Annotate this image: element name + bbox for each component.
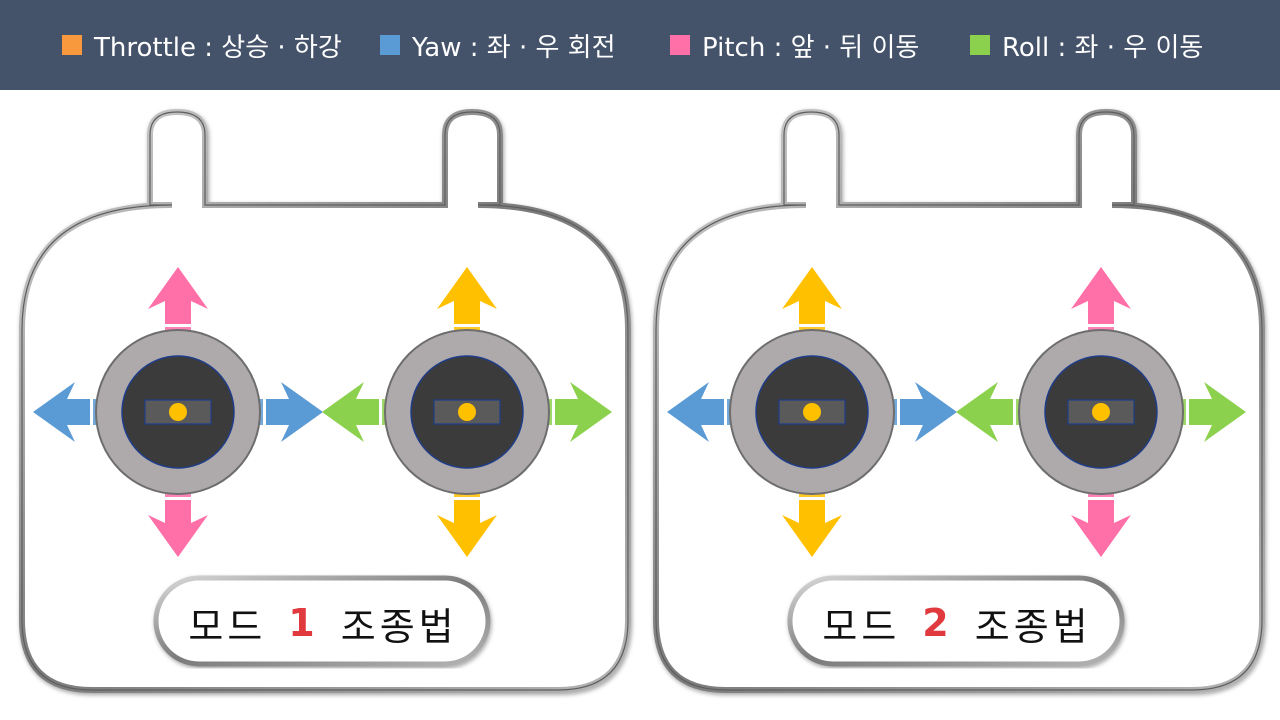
- mode-1-right-stick-arrow-up-stripe: [454, 327, 480, 330]
- legend-item-yaw: Yaw : 좌 · 우 회전: [380, 0, 616, 90]
- mode-2-right-stick-arrow-left-stripe: [1016, 399, 1019, 425]
- mode-1-label-pill: [153, 575, 491, 667]
- legend-item-pitch: Pitch : 앞 · 뒤 이동: [670, 0, 919, 90]
- mode-1-number: 1: [288, 601, 319, 645]
- mode-2-panel: [653, 108, 1265, 693]
- mode-1-left-stick-arrow-up-stripe: [165, 327, 191, 330]
- legend-label-throttle: Throttle : 상승 · 하강: [94, 32, 342, 63]
- mode-2-suffix: 조종법: [974, 604, 1092, 649]
- mode-2-left-stick-knob: [803, 403, 821, 421]
- mode-2-left-stick-arrow-right: [900, 382, 957, 442]
- mode-1-left-stick-arrow-down: [148, 500, 208, 557]
- yaw-swatch: [380, 35, 400, 55]
- legend-bar: Throttle : 상승 · 하강 Yaw : 좌 · 우 회전 Pitch …: [0, 0, 1280, 90]
- mode-2-prefix: 모드: [822, 604, 901, 649]
- mode-1-left-stick-arrow-right-stripe: [260, 399, 263, 425]
- mode-1-right-stick-arrow-down-stripe: [454, 494, 480, 497]
- mode-2-right-stick: [956, 267, 1246, 557]
- legend-label-yaw: Yaw : 좌 · 우 회전: [412, 32, 616, 63]
- mode-2-right-stick-knob: [1092, 403, 1110, 421]
- mode-1-right-stick-arrow-up: [437, 267, 497, 324]
- mode-2-label: 모드 2 조종법: [792, 580, 1122, 666]
- mode-2-right-stick-arrow-right: [1189, 382, 1246, 442]
- mode-1-right-stick-knob: [458, 403, 476, 421]
- mode-1-right-stick: [322, 267, 612, 557]
- mode-1-panel: [19, 108, 631, 693]
- legend-item-roll: Roll : 좌 · 우 이동: [970, 0, 1203, 90]
- mode-1-right-stick-arrow-left-stripe: [382, 399, 385, 425]
- controller-outline-inner: [655, 111, 1263, 691]
- legend-label-pitch: Pitch : 앞 · 뒤 이동: [702, 32, 920, 63]
- controller-outline-inner: [21, 111, 629, 691]
- pitch-swatch: [670, 35, 690, 55]
- mode-1-left-stick-arrow-right: [266, 382, 323, 442]
- mode-2-left-stick-arrow-left: [667, 382, 724, 442]
- mode-2-right-stick-arrow-up: [1071, 267, 1131, 324]
- mode-2-left-stick-arrow-down: [782, 500, 842, 557]
- mode-2-left-stick-arrow-down-stripe: [799, 494, 825, 497]
- mode-1-left-stick-knob: [169, 403, 187, 421]
- mode-1-right-stick-arrow-right: [555, 382, 612, 442]
- mode-1-left-stick-arrow-down-stripe: [165, 494, 191, 497]
- legend-label-roll: Roll : 좌 · 우 이동: [1002, 32, 1204, 63]
- mode-1-left-stick: [33, 267, 323, 557]
- mode-2-right-stick-arrow-down-stripe: [1088, 494, 1114, 497]
- mode-1-right-stick-arrow-left: [322, 382, 379, 442]
- mode-1-left-stick-arrow-up: [148, 267, 208, 324]
- roll-swatch: [970, 35, 990, 55]
- mode-2-left-stick: [667, 267, 957, 557]
- throttle-swatch: [62, 35, 82, 55]
- mode-2-right-stick-arrow-down: [1071, 500, 1131, 557]
- mode-1-prefix: 모드: [188, 604, 267, 649]
- mode-2-left-stick-arrow-up-stripe: [799, 327, 825, 330]
- mode-1-left-stick-arrow-left-stripe: [93, 399, 96, 425]
- mode-1-right-stick-arrow-right-stripe: [549, 399, 552, 425]
- mode-1-left-stick-arrow-left: [33, 382, 90, 442]
- legend-item-throttle: Throttle : 상승 · 하강: [62, 0, 342, 90]
- mode-1-suffix: 조종법: [340, 604, 458, 649]
- mode-1-right-stick-arrow-down: [437, 500, 497, 557]
- mode-2-label-pill: [787, 575, 1125, 667]
- mode-1-label: 모드 1 조종법: [158, 580, 488, 666]
- mode-2-left-stick-arrow-left-stripe: [727, 399, 730, 425]
- mode-2-left-stick-arrow-up: [782, 267, 842, 324]
- mode-2-right-stick-arrow-left: [956, 382, 1013, 442]
- mode-2-right-stick-arrow-up-stripe: [1088, 327, 1114, 330]
- mode-2-left-stick-arrow-right-stripe: [894, 399, 897, 425]
- mode-2-number: 2: [922, 601, 953, 645]
- mode-2-right-stick-arrow-right-stripe: [1183, 399, 1186, 425]
